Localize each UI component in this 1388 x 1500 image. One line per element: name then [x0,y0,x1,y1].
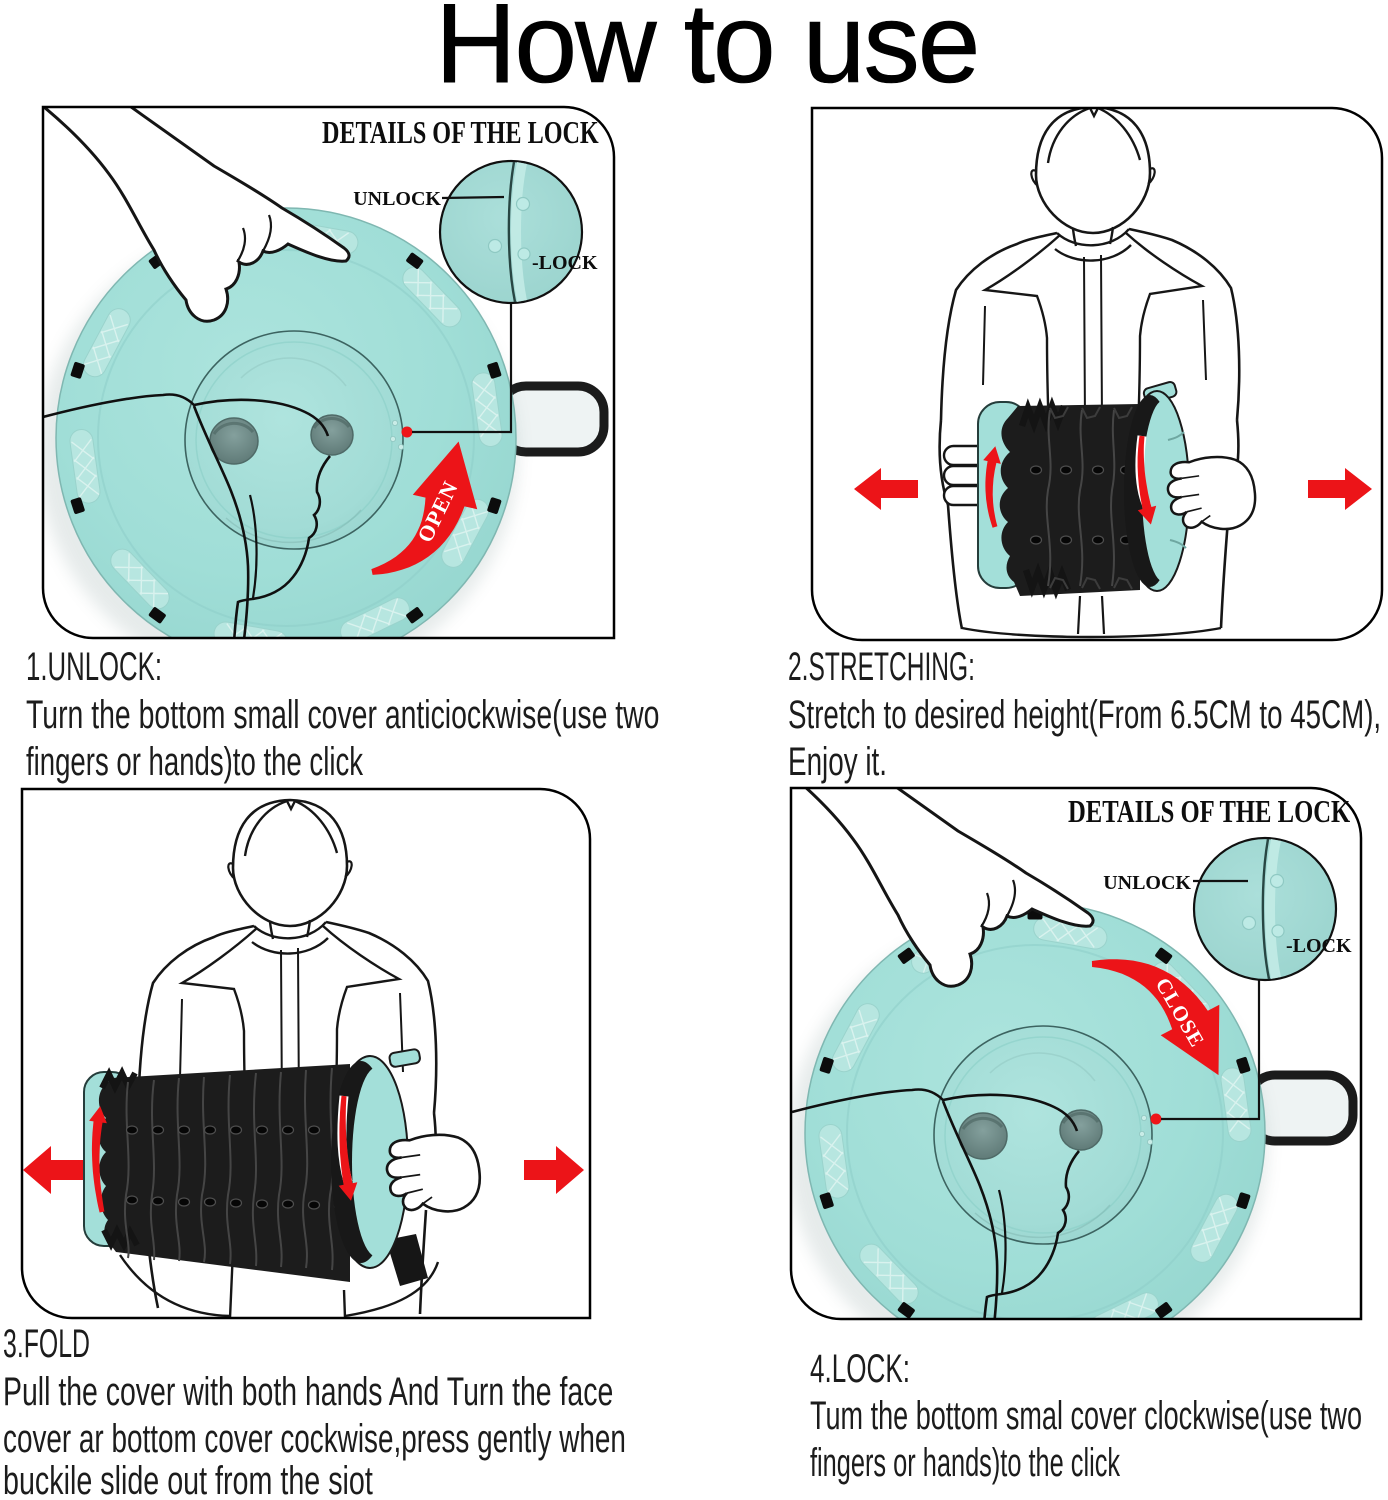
svg-text:DETAILS OF THE LOCK: DETAILS OF THE LOCK [1068,795,1350,830]
svg-text:-LOCK: -LOCK [1286,935,1352,957]
svg-text:-LOCK: -LOCK [532,252,598,274]
svg-text:UNLOCK: UNLOCK [1103,872,1191,894]
svg-text:DETAILS OF THE LOCK: DETAILS OF THE LOCK [322,116,599,151]
svg-text:UNLOCK: UNLOCK [353,188,441,210]
